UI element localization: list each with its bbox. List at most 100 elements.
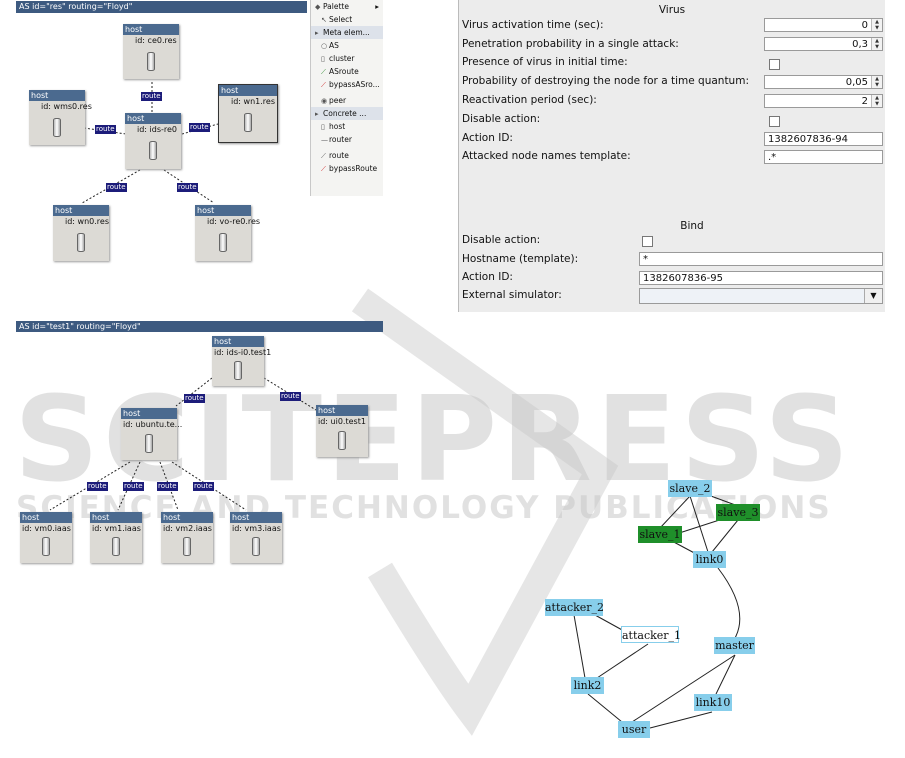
host-node[interactable]: host id: vm3.iaas [230, 512, 282, 563]
host-node[interactable]: host id: vm0.iaas [20, 512, 72, 563]
spinner-icon[interactable]: ▲▼ [871, 19, 882, 31]
route-label[interactable]: route [157, 482, 178, 491]
host-title: host [29, 90, 85, 101]
host-node[interactable]: host id: ids-re0 [125, 113, 181, 169]
host-title: host [90, 512, 142, 523]
palette-item-label: Select [329, 15, 353, 24]
route-label[interactable]: route [95, 125, 116, 134]
folder-icon: ▸ [315, 110, 319, 118]
host-title: host [230, 512, 282, 523]
attacked-template-field[interactable]: .* [764, 150, 883, 164]
host-node[interactable]: host id: wn1.res [218, 84, 278, 143]
palette-item-label: AS [329, 41, 339, 50]
host-node[interactable]: host id: ce0.res [123, 24, 179, 79]
folder-icon: ▸ [315, 29, 319, 37]
palette-item-router[interactable]: —router [311, 133, 383, 146]
palette-header[interactable]: ◆Palette ▸ [311, 0, 383, 13]
graph-node-master[interactable]: master [714, 637, 755, 654]
host-node[interactable]: host id: wn0.res [53, 205, 109, 261]
host-node[interactable]: host id: ids-i0.test1 [212, 336, 271, 386]
host-node[interactable]: host id: wms0.res [29, 90, 92, 145]
action-id-field[interactable]: 1382607836-94 [764, 132, 883, 146]
graph-node-link2[interactable]: link2 [571, 677, 604, 694]
graph-node-slave-3[interactable]: slave_3 [716, 504, 760, 521]
penetration-field[interactable]: 0,3 ▲▼ [764, 37, 883, 51]
host-node[interactable]: host id: vm1.iaas [90, 512, 142, 563]
host-title: host [125, 113, 181, 124]
host-title: host [219, 85, 277, 96]
host-title: host [161, 512, 213, 523]
disable-checkbox[interactable] [769, 116, 780, 127]
host-icon [183, 537, 191, 556]
route-label[interactable]: route [123, 482, 144, 491]
palette-item-select[interactable]: ↖Select [311, 13, 383, 26]
activation-time-field[interactable]: 0 ▲▼ [764, 18, 883, 32]
palette-item-label: route [329, 151, 349, 160]
palette-item-asroute[interactable]: ⟋ASroute [311, 65, 383, 78]
palette-item-peer[interactable]: ◉peer [311, 94, 383, 107]
route-label[interactable]: route [189, 123, 210, 132]
graph-node-slave-1[interactable]: slave_1 [638, 526, 682, 543]
bind-action-id-label: Action ID: [462, 271, 513, 283]
host-id: id: vm0.iaas [22, 524, 71, 533]
host-icon [145, 434, 153, 453]
bind-section-title: Bind [680, 220, 704, 232]
graph-node-attacker-1[interactable]: attacker_1 [621, 626, 681, 643]
bind-action-id-field[interactable]: 1382607836-95 [639, 271, 883, 285]
attacked-label: Attacked node names template: [462, 150, 631, 162]
destroy-probability-field[interactable]: 0,05 ▲▼ [764, 75, 883, 89]
host-node[interactable]: host id: vo-re0.res [195, 205, 260, 261]
palette-item-host[interactable]: ▯host [311, 120, 383, 133]
palette-item-bypassasroute[interactable]: ⟋bypassASro... [311, 78, 383, 91]
reactivation-field[interactable]: 2 ▲▼ [764, 94, 883, 108]
chevron-down-icon[interactable]: ▼ [864, 289, 882, 303]
hostname-field[interactable]: * [639, 252, 883, 266]
route-label[interactable]: route [141, 92, 162, 101]
host-id: id: wn1.res [231, 97, 275, 106]
spinner-icon[interactable]: ▲▼ [871, 95, 882, 107]
route-icon: ⟋ [321, 152, 326, 160]
palette-item-label: ASroute [329, 67, 359, 76]
route-label[interactable]: route [177, 183, 198, 192]
host-id: id: ubuntu.te... [123, 420, 183, 429]
graph-node-link10[interactable]: link10 [694, 694, 732, 711]
graph-node-user[interactable]: user [618, 721, 650, 738]
bypass-route-icon: ⟋ [321, 81, 326, 89]
palette-item-cluster[interactable]: ▯cluster [311, 52, 383, 65]
palette-item-as[interactable]: ○AS [311, 39, 383, 52]
graph-node-attacker-2[interactable]: attacker_2 [545, 599, 605, 616]
host-id: id: vm2.iaas [163, 524, 212, 533]
palette-item-route[interactable]: ⟋route [311, 149, 383, 162]
external-simulator-select[interactable]: ▼ [639, 288, 883, 304]
route-label[interactable]: route [87, 482, 108, 491]
presence-checkbox[interactable] [769, 59, 780, 70]
host-id: id: vm3.iaas [232, 524, 281, 533]
palette-panel: ◆Palette ▸ ↖Select ▸Meta elem... ○AS ▯cl… [310, 0, 383, 196]
spinner-icon[interactable]: ▲▼ [871, 38, 882, 50]
palette-icon: ◆ [315, 3, 321, 11]
graph-node-slave-2[interactable]: slave_2 [668, 480, 712, 497]
palette-section-meta[interactable]: ▸Meta elem... [311, 26, 383, 39]
activation-label: Virus activation time (sec): [462, 19, 604, 31]
bypass-route-icon: ⟋ [321, 165, 326, 173]
host-node[interactable]: host id: vm2.iaas [161, 512, 213, 563]
host-icon [219, 233, 227, 252]
bind-disable-checkbox[interactable] [642, 236, 653, 247]
route-label[interactable]: route [106, 183, 127, 192]
chevron-right-icon[interactable]: ▸ [375, 2, 379, 11]
palette-title: Palette [323, 2, 349, 11]
host-id: id: vm1.iaas [92, 524, 141, 533]
palette-section-concrete[interactable]: ▸Concrete ... [311, 107, 383, 120]
route-label[interactable]: route [184, 394, 205, 403]
spinner-icon[interactable]: ▲▼ [871, 76, 882, 88]
palette-item-bypassroute[interactable]: ⟋bypassRoute [311, 162, 383, 175]
host-node[interactable]: host id: ui0.test1 [316, 405, 368, 457]
route-label[interactable]: route [280, 392, 301, 401]
host-id: id: ids-re0 [137, 125, 178, 134]
host-id: id: wms0.res [41, 102, 92, 111]
host-node[interactable]: host id: ubuntu.te... [121, 408, 183, 460]
graph-node-link0[interactable]: link0 [693, 551, 726, 568]
route-label[interactable]: route [193, 482, 214, 491]
host-icon [42, 537, 50, 556]
